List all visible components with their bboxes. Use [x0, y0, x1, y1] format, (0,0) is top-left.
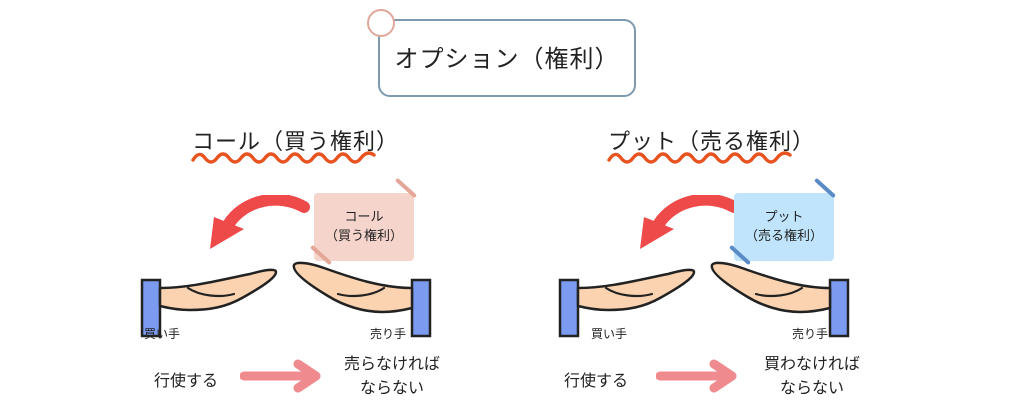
- buyer-hand-icon: [140, 268, 278, 338]
- put-hands-illustration: [558, 261, 850, 338]
- put-action-label: 行使する: [564, 371, 629, 390]
- call-squiggle-underline: [191, 151, 376, 164]
- put-note: プット （売る権利）: [734, 193, 834, 261]
- put-transfer-arrow: [640, 195, 740, 249]
- call-seller-label: 売り手: [370, 327, 407, 341]
- put-note-subtitle: （売る権利）: [744, 229, 823, 244]
- call-note-subtitle: （買う権利）: [324, 229, 403, 244]
- put-note-title: プット: [764, 210, 804, 225]
- put-buyer-label: 買い手: [591, 327, 628, 341]
- call-panel: コール（買う権利） コール （買う権利） 買い手 売り手 行使する 売らなければ: [140, 130, 452, 400]
- seller-hand-icon: [292, 261, 432, 338]
- buyer-hand-icon: [558, 268, 696, 338]
- call-result-arrow: [240, 359, 321, 393]
- call-note: コール （買う権利）: [314, 193, 414, 261]
- call-action-label: 行使する: [154, 371, 219, 390]
- call-heading: コール（買う権利）: [192, 130, 400, 155]
- call-hands-illustration: [140, 261, 432, 338]
- put-squiggle-underline: [607, 151, 792, 164]
- call-obligation-text: 売らなければ ならない: [332, 352, 452, 400]
- put-obligation-text: 買わなければ ならない: [752, 352, 872, 400]
- call-obligation-line2: ならない: [359, 378, 424, 397]
- put-obligation-line1: 買わなければ: [763, 354, 860, 373]
- seller-hand-icon: [710, 261, 850, 338]
- title-circle-decoration: [367, 9, 395, 37]
- put-seller-label: 売り手: [792, 327, 829, 341]
- call-note-title: コール: [344, 210, 384, 225]
- call-transfer-arrow: [210, 195, 310, 249]
- call-buyer-label: 買い手: [144, 327, 181, 341]
- call-obligation-line1: 売らなければ: [343, 354, 440, 373]
- put-heading: プット（売る権利）: [608, 130, 816, 155]
- put-obligation-line2: ならない: [779, 378, 844, 397]
- put-result-arrow: [656, 359, 737, 393]
- title-box: [378, 19, 636, 97]
- put-panel: プット（売る権利） プット （売る権利） 買い手 売り手 行使する 買わなければ…: [512, 0, 1024, 402]
- page-title: オプション（権利）: [394, 45, 620, 73]
